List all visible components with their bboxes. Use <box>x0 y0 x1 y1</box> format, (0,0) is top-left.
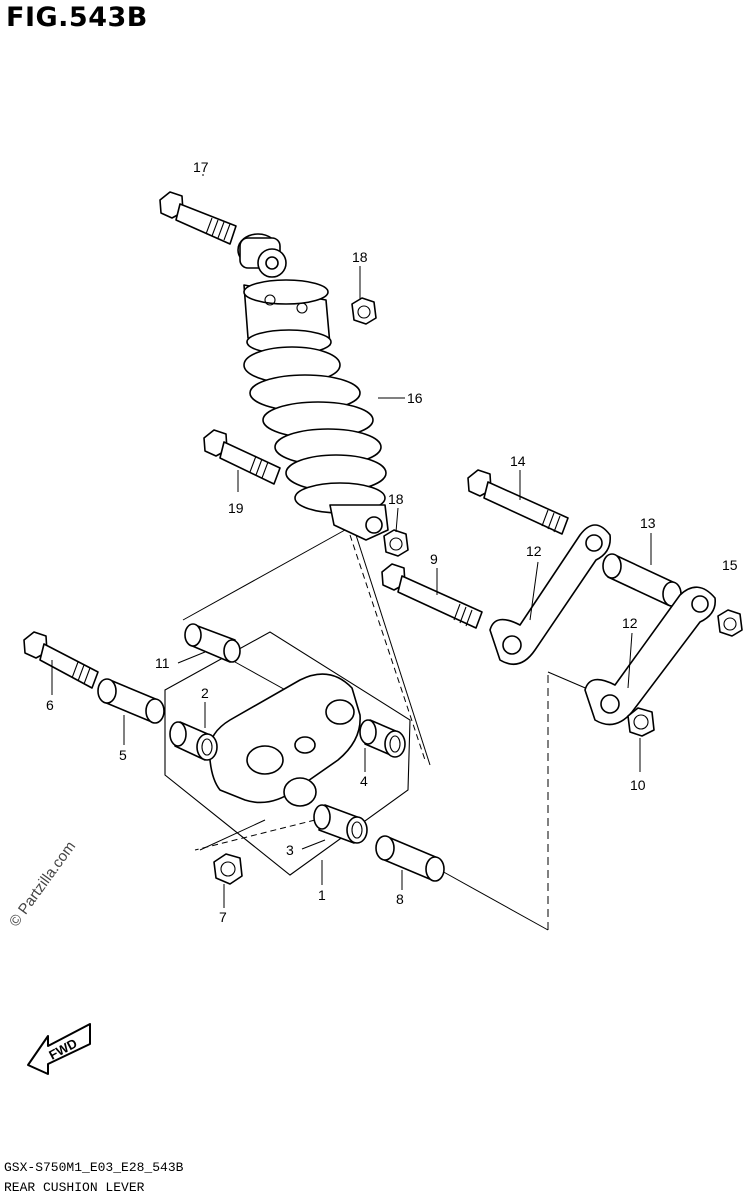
part-17-bolt[interactable] <box>159 191 237 245</box>
part-10-nut[interactable] <box>627 707 655 737</box>
callout-10: 10 <box>630 777 646 793</box>
part-1-cushion-lever[interactable] <box>208 673 361 807</box>
callout-4: 4 <box>360 773 368 789</box>
callout-14: 14 <box>510 453 526 469</box>
part-16-shock-absorber[interactable] <box>237 233 389 541</box>
part-14-bolt[interactable] <box>467 469 569 535</box>
part-3-bearing[interactable] <box>313 804 368 844</box>
callout-3: 3 <box>286 842 294 858</box>
part-18-nut-upper[interactable] <box>351 297 377 325</box>
part-9-bolt[interactable] <box>381 563 483 629</box>
callout-17: 17 <box>193 159 209 175</box>
callout-13: 13 <box>640 515 656 531</box>
callout-numbers: 17 18 16 19 18 14 9 12 13 15 12 10 11 6 … <box>46 159 738 925</box>
figure-code: GSX-S750M1_E03_E28_543B <box>4 1160 184 1175</box>
part-19-bolt[interactable] <box>203 429 281 485</box>
callout-1: 1 <box>318 887 326 903</box>
callout-18-lower: 18 <box>388 491 404 507</box>
callout-5: 5 <box>119 747 127 763</box>
assembly-lines <box>164 529 591 931</box>
part-4-bearing[interactable] <box>359 719 406 758</box>
part-8-sleeve[interactable] <box>375 835 445 882</box>
callout-12-upper: 12 <box>526 543 542 559</box>
fwd-arrow-icon: FWD <box>27 1023 91 1075</box>
part-7-nut[interactable] <box>213 853 243 885</box>
callout-15: 15 <box>722 557 738 573</box>
part-18-nut-lower[interactable] <box>383 529 409 557</box>
part-12-link-rod-upper[interactable] <box>489 524 612 666</box>
part-15-nut[interactable] <box>717 609 743 637</box>
figure-caption: REAR CUSHION LEVER <box>4 1180 145 1195</box>
leader-lines <box>51 174 652 908</box>
callout-8: 8 <box>396 891 404 907</box>
fwd-label: FWD <box>46 1036 79 1063</box>
part-11-sleeve[interactable] <box>184 623 241 663</box>
figure-title: FIG.543B <box>6 2 148 33</box>
callout-2: 2 <box>201 685 209 701</box>
part-5-sleeve[interactable] <box>97 678 165 724</box>
callout-11: 11 <box>155 655 170 671</box>
part-2-bearing[interactable] <box>169 721 218 761</box>
part-6-bolt[interactable] <box>23 631 99 689</box>
part-12-link-rod-lower[interactable] <box>584 586 717 726</box>
callout-12-lower: 12 <box>622 615 638 631</box>
part-13-spacer[interactable] <box>602 553 682 607</box>
callout-18-upper: 18 <box>352 249 368 265</box>
callout-7: 7 <box>219 909 227 925</box>
callout-16: 16 <box>407 390 423 406</box>
callout-6: 6 <box>46 697 54 713</box>
callout-19: 19 <box>228 500 244 516</box>
callout-9: 9 <box>430 551 438 567</box>
